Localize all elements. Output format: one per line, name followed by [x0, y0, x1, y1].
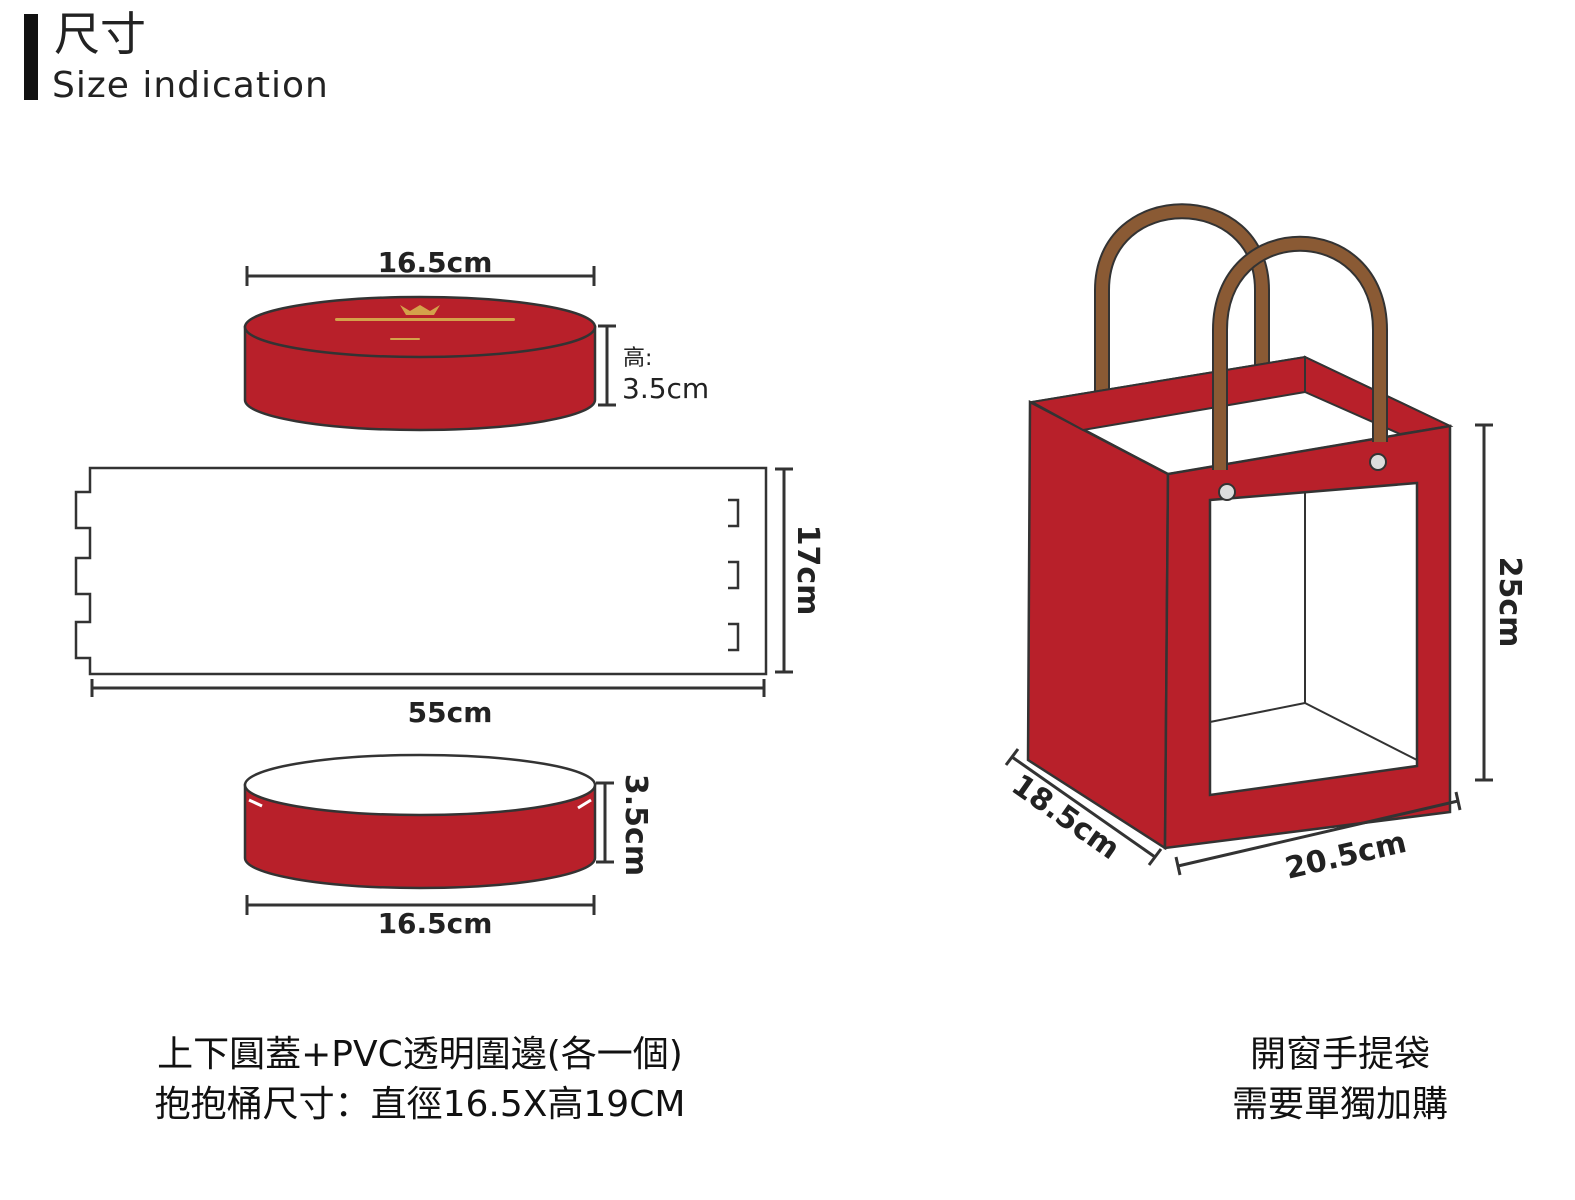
base-diagram: 3.5cm 16.5cm	[243, 753, 653, 940]
pvc-wall-diagram: 17cm 55cm	[74, 466, 825, 729]
eyelet-left-icon	[1218, 483, 1236, 501]
bag-window	[1208, 481, 1419, 797]
section-title-zh: 尺寸	[54, 7, 146, 61]
bag-caption-line1: 開窗手提袋	[1249, 1034, 1430, 1075]
lid-height-prefix: 高:	[623, 346, 652, 371]
lid-diameter-label: 16.5cm	[378, 246, 493, 279]
bag-width-dimension-line	[1177, 799, 1459, 868]
box-caption-line2: 抱抱桶尺寸：直徑16.5X高19CM	[154, 1084, 686, 1125]
bag-caption: 開窗手提袋 需要單獨加購	[1190, 1030, 1490, 1130]
lid-emblem-icon	[335, 305, 515, 340]
wall-height-label: 17cm	[790, 525, 825, 616]
base-height-label: 3.5cm	[618, 774, 653, 876]
eyelet-right-icon	[1369, 453, 1387, 471]
base-diameter-label: 16.5cm	[378, 907, 493, 940]
window-bag-diagram: 25cm 18.5cm 20.5cm	[1004, 203, 1527, 887]
bag-width-label: 20.5cm	[1282, 825, 1410, 887]
box-caption-line1: 上下圓蓋+PVC透明圍邊(各一個)	[157, 1034, 683, 1075]
bag-height-label: 25cm	[1492, 557, 1527, 648]
box-caption: 上下圓蓋+PVC透明圍邊(各一個) 抱抱桶尺寸：直徑16.5X高19CM	[90, 1030, 750, 1130]
bag-depth-dimension-line	[1011, 755, 1156, 859]
bag-caption-line2: 需要單獨加購	[1231, 1084, 1448, 1125]
front-handle	[1214, 237, 1386, 470]
base-top	[243, 753, 597, 817]
header-accent-bar	[24, 14, 38, 100]
wall-length-label: 55cm	[408, 696, 493, 729]
lid-diagram: 16.5cm 高: 3.5cm	[243, 246, 709, 432]
pvc-wall-strip	[74, 466, 768, 676]
lid-top	[243, 295, 597, 359]
back-handle	[1096, 205, 1268, 392]
section-title-en: Size indication	[52, 65, 329, 106]
lid-height-label: 3.5cm	[622, 372, 709, 405]
